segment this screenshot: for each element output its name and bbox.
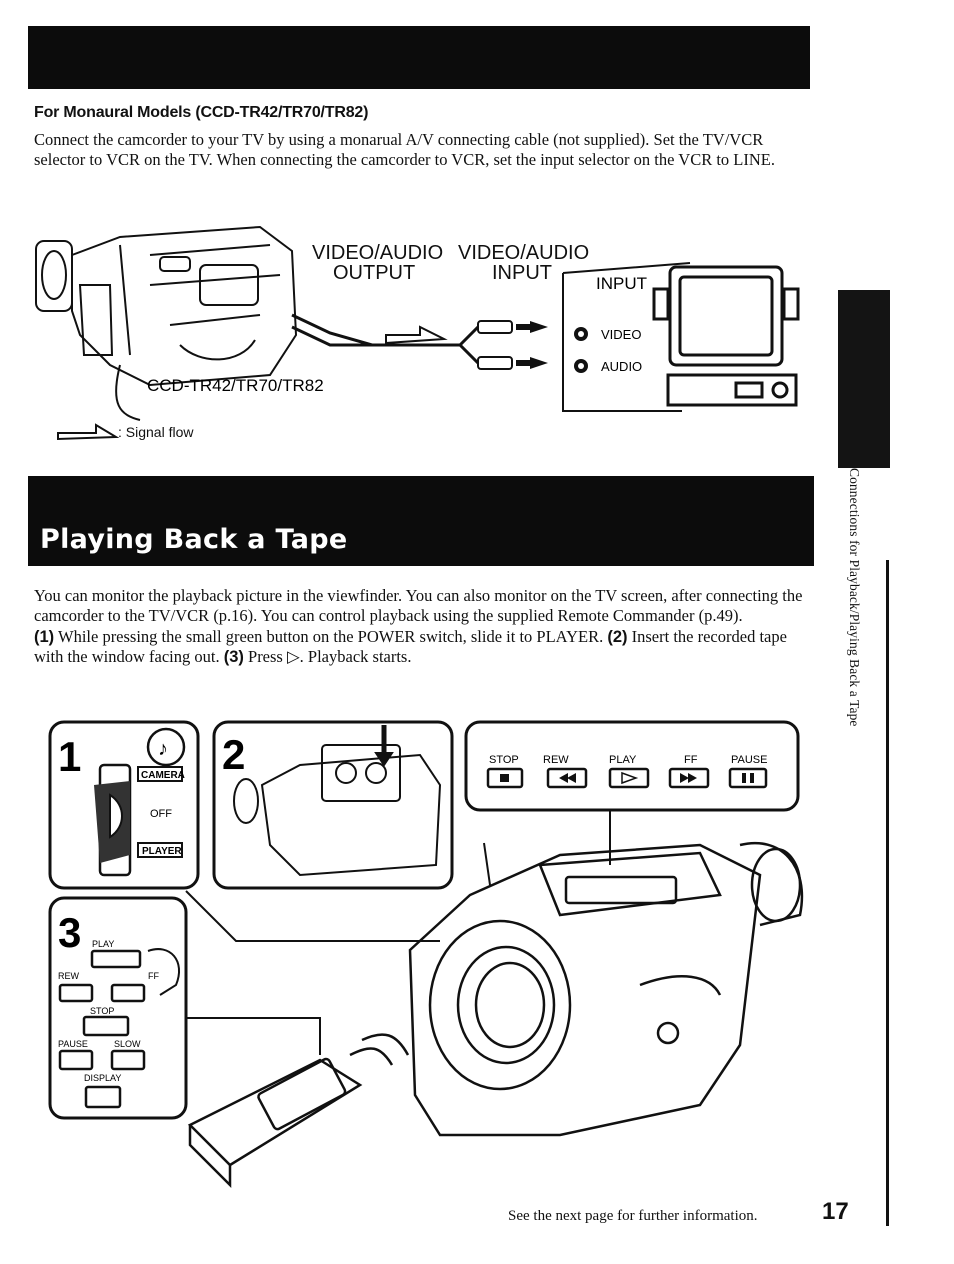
camera-label: CAMERA — [141, 770, 185, 781]
legend-text: : Signal flow — [118, 424, 194, 440]
play-label: PLAY — [609, 754, 637, 766]
rca-plugs — [477, 320, 513, 370]
monaural-heading: For Monaural Models (CCD-TR42/TR70/TR82) — [34, 104, 369, 121]
remote-stop-label: STOP — [90, 1006, 114, 1016]
input-label-line2: INPUT — [492, 262, 552, 284]
video-jack-label: VIDEO — [601, 327, 641, 342]
ff-label: FF — [684, 754, 698, 766]
off-label: OFF — [150, 808, 172, 820]
remote-display-label: DISPLAY — [84, 1073, 121, 1083]
tv-icon — [652, 265, 800, 367]
remote-slow-label: SLOW — [114, 1039, 141, 1049]
step3-number: 3 — [58, 909, 81, 956]
remote-ff-button-icon — [110, 983, 146, 1003]
step1-text: While pressing the small green button on… — [54, 626, 608, 646]
remote-pause-label: PAUSE — [58, 1039, 88, 1049]
control-panel-callout — [464, 720, 800, 812]
remote-slow-button-icon — [110, 1049, 146, 1071]
header-bar — [28, 26, 810, 89]
output-label-line2: OUTPUT — [333, 262, 415, 284]
signal-arrow-icon — [516, 321, 548, 369]
cassette-insert-illustration — [233, 725, 442, 877]
side-rule — [886, 560, 889, 1226]
intro-text: You can monitor the playback picture in … — [34, 586, 803, 626]
step2-number: (2) — [607, 627, 628, 646]
connection-diagram: VIDEO/AUDIO OUTPUT VIDEO/AUDIO INPUT INP… — [35, 225, 800, 441]
side-tab-text: Connections for Playback/Playing Back a … — [847, 468, 862, 727]
legend-arrow-icon — [57, 423, 120, 441]
footer-note: See the next page for further informatio… — [508, 1208, 758, 1224]
playback-illustration: 1 ♪ CAMERA PLAYER OFF 2 STOP REW PLAY FF… — [48, 720, 804, 1189]
section-banner — [28, 476, 814, 566]
input-label-line1: VIDEO/AUDIO — [458, 242, 589, 264]
page-number: 17 — [822, 1198, 849, 1225]
camcorder-main-illustration — [408, 841, 804, 1137]
side-tab-marker — [838, 290, 890, 468]
step1-number: (1) — [34, 627, 55, 646]
pause-label: PAUSE — [731, 754, 767, 766]
player-label: PLAYER — [142, 846, 182, 857]
rew-label: REW — [543, 754, 569, 766]
step3-number: (3) — [223, 647, 244, 666]
signal-flow-arrow-icon — [385, 325, 448, 345]
section-title: Playing Back a Tape — [40, 524, 348, 555]
stop-label: STOP — [489, 754, 519, 766]
audio-jack-label: AUDIO — [601, 359, 642, 374]
step3-panel — [48, 896, 188, 1120]
remote-play-button-icon — [90, 949, 142, 969]
step1-panel — [48, 720, 200, 890]
music-note-icon — [146, 727, 186, 767]
pointing-hand-icon — [147, 948, 181, 996]
step2-panel — [212, 720, 454, 890]
svg-text:♪: ♪ — [158, 738, 168, 760]
remote-stop-button-icon — [82, 1015, 130, 1037]
step2-number: 2 — [222, 731, 245, 778]
remote-rew-button-icon — [58, 983, 94, 1003]
playback-paragraph: You can monitor the playback picture in … — [34, 586, 804, 667]
remote-commander-illustration — [187, 1033, 410, 1189]
remote-display-button-icon — [84, 1085, 122, 1109]
model-label: CCD-TR42/TR70/TR82 — [147, 376, 324, 395]
tv-input-panel — [562, 262, 691, 412]
remote-play-label: PLAY — [92, 939, 114, 949]
tv-input-label: INPUT — [596, 274, 647, 293]
step2-text: Insert the recorded tape with the window… — [34, 626, 787, 666]
pause-button-icon — [728, 767, 768, 789]
remote-pause-button-icon — [58, 1049, 94, 1071]
output-label-line1: VIDEO/AUDIO — [312, 242, 443, 264]
remote-ff-label: FF — [148, 971, 159, 981]
step3-text: Press ▷. Playback starts. — [243, 646, 412, 666]
camcorder-illustration — [35, 225, 298, 421]
step1-number: 1 — [58, 733, 81, 780]
vcr-icon — [666, 373, 798, 407]
remote-rew-label: REW — [58, 971, 80, 981]
monaural-paragraph: Connect the camcorder to your TV by usin… — [34, 130, 775, 169]
